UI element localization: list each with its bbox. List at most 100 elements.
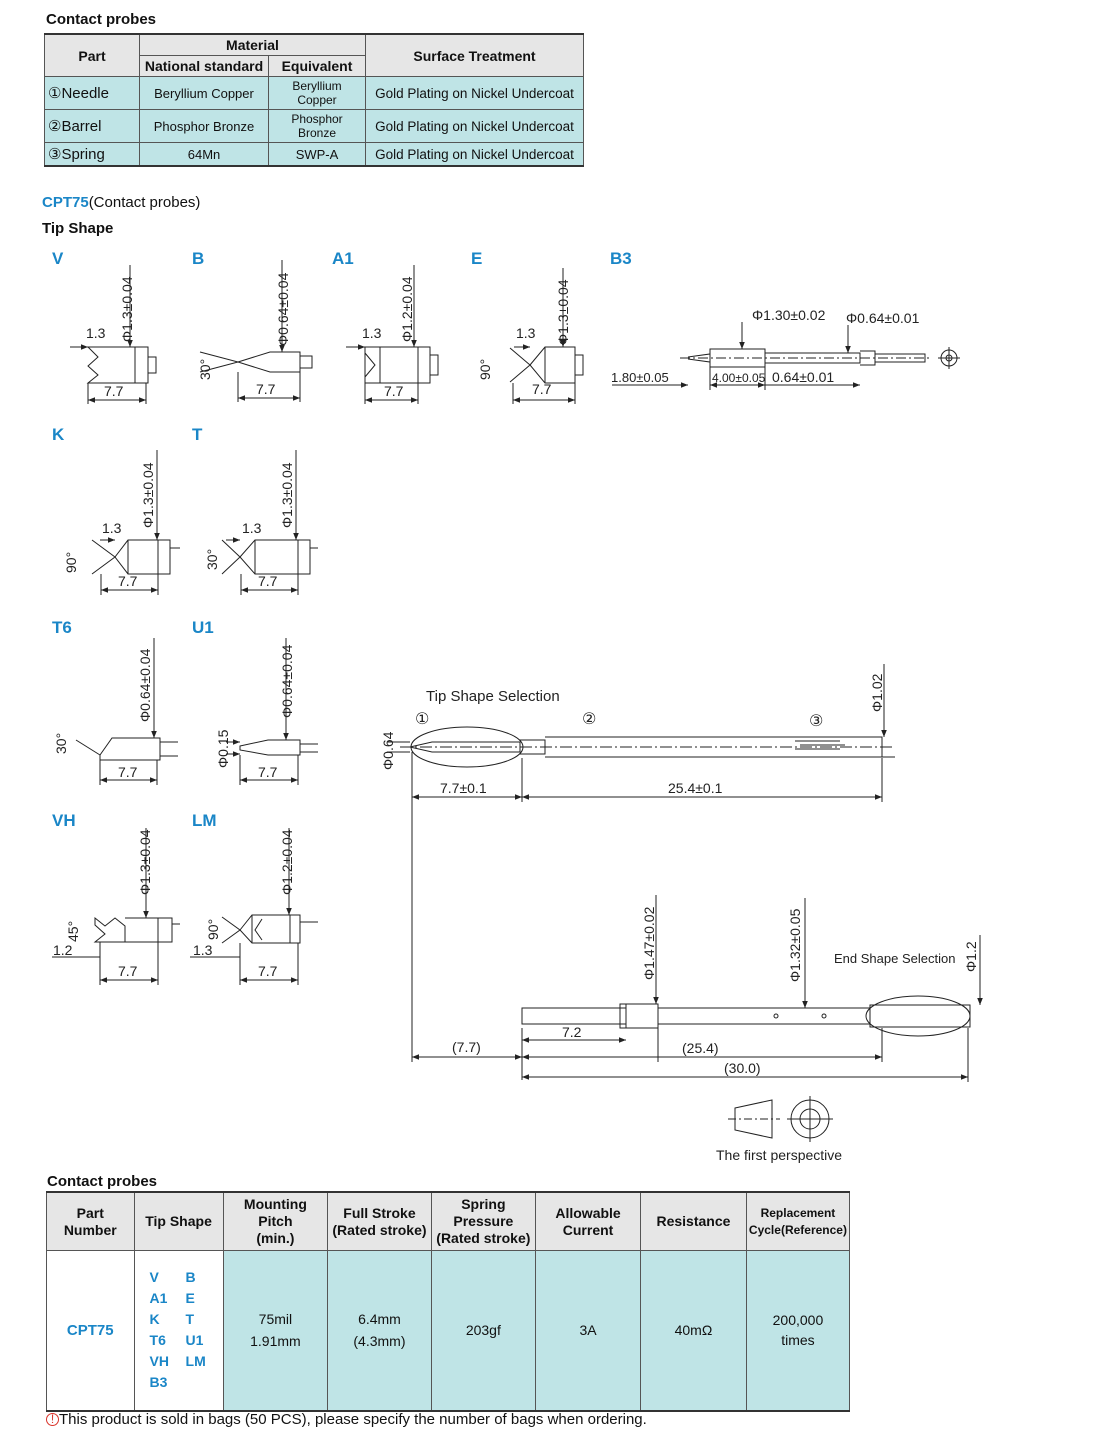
resistance-cell: 40mΩ xyxy=(640,1250,747,1412)
part-cell: ③Spring xyxy=(44,142,140,167)
national-cell: 64Mn xyxy=(139,142,269,167)
full-stroke-cell: 6.4mm(4.3mm) xyxy=(327,1250,432,1412)
dim-text: 7.7 xyxy=(118,573,138,589)
first-perspective-symbol xyxy=(728,1096,833,1142)
tip-drawing-lm xyxy=(190,828,318,985)
part-cell: ②Barrel xyxy=(44,109,140,143)
dim-text: 7.7 xyxy=(258,573,278,589)
dim-text: 90° xyxy=(205,919,221,940)
tip-drawing-t6 xyxy=(75,638,178,785)
dim-text: 1.3 xyxy=(362,325,382,341)
tip-label-k: K xyxy=(52,425,65,444)
spec-table: Part Number Tip Shape Mounting Pitch(min… xyxy=(46,1191,851,1412)
dim-text: Φ1.02 xyxy=(869,673,885,712)
dim-text: Φ1.3±0.04 xyxy=(137,829,153,895)
surface-cell: Gold Plating on Nickel Undercoat xyxy=(365,76,584,110)
tip-label-t6: T6 xyxy=(52,618,72,637)
product-heading: CPT75(Contact probes) xyxy=(42,194,200,211)
header-tip-shape: Tip Shape xyxy=(133,1191,224,1251)
material-section-title: Contact probes xyxy=(46,11,157,28)
tip-label-u1: U1 xyxy=(192,618,214,637)
dim-text: Φ0.64±0.01 xyxy=(846,310,920,326)
dim-text: 90° xyxy=(63,552,79,573)
tip-option: VH xyxy=(149,1353,169,1370)
tip-label-vh: VH xyxy=(52,811,76,830)
dim-text: 1.3 xyxy=(86,325,106,341)
dim-text: Φ1.3±0.04 xyxy=(119,276,135,342)
dim-text: Φ1.2 xyxy=(963,941,979,972)
tip-label-b3: B3 xyxy=(610,249,632,268)
tip-shapes-cell: V B A1 E K T T6 U1 VH LM B3 xyxy=(133,1250,224,1412)
tip-drawing-e xyxy=(509,268,584,404)
header-surface-treatment: Surface Treatment xyxy=(365,33,584,77)
dim-text: 1.3 xyxy=(102,520,122,536)
spec-section-title: Contact probes xyxy=(47,1173,158,1190)
tip-option: U1 xyxy=(185,1332,204,1349)
spring-pressure-cell: 203gf xyxy=(430,1250,537,1412)
dim-text: 25.4±0.1 xyxy=(668,780,723,796)
tip-option: B xyxy=(185,1269,196,1286)
dim-text: 30° xyxy=(53,733,69,754)
tip-drawing-b3 xyxy=(612,322,960,390)
part-number-1: ① xyxy=(415,711,429,728)
surface-cell: Gold Plating on Nickel Undercoat xyxy=(365,109,584,143)
dim-text: Φ0.64 xyxy=(380,731,396,770)
dim-text: 1.3 xyxy=(516,325,536,341)
dim-text: Φ1.3±0.04 xyxy=(555,279,571,345)
material-table: Part Material Surface Treatment National… xyxy=(44,33,584,167)
footnote: !This product is sold in bags (50 PCS), … xyxy=(46,1411,647,1428)
header-full-stroke: Full Stroke(Rated stroke) xyxy=(327,1191,432,1251)
table-row: ③Spring 64Mn SWP-A Gold Plating on Nicke… xyxy=(44,142,584,167)
dim-text: 7.7 xyxy=(118,963,138,979)
tip-label-v: V xyxy=(52,249,64,268)
dim-text: 1.80±0.05 xyxy=(611,370,669,385)
equivalent-cell: SWP-A xyxy=(268,142,366,167)
tip-option: T6 xyxy=(149,1332,166,1349)
tip-shape-selection-label: Tip Shape Selection xyxy=(426,688,560,705)
end-shape-selection-label: End Shape Selection xyxy=(834,951,955,966)
dim-text: (7.7) xyxy=(452,1039,481,1055)
tip-drawing-vh xyxy=(52,828,180,985)
tip-label-a1: A1 xyxy=(332,249,354,268)
dim-text: Φ0.64±0.04 xyxy=(279,644,295,718)
dim-text: 30° xyxy=(204,549,220,570)
footnote-text: This product is sold in bags (50 PCS), p… xyxy=(59,1411,647,1428)
national-cell: Beryllium Copper xyxy=(139,76,269,110)
tip-option: A1 xyxy=(149,1290,168,1307)
dim-text: 4.00±0.05 xyxy=(712,371,766,385)
table-row: ②Barrel Phosphor Bronze Phosphor Bronze … xyxy=(44,109,584,143)
tip-drawing-u1 xyxy=(226,638,318,785)
header-resistance: Resistance xyxy=(640,1191,747,1251)
dim-text: 0.64±0.01 xyxy=(772,369,834,385)
header-mounting-pitch: Mounting Pitch(min.) xyxy=(222,1191,329,1251)
tip-label-t: T xyxy=(192,425,203,444)
header-material: Material xyxy=(139,33,366,56)
dim-text: 30° xyxy=(197,359,213,380)
dim-text: 7.7 xyxy=(256,381,276,397)
tip-drawing-t xyxy=(221,450,318,595)
tip-option: LM xyxy=(185,1353,206,1370)
tip-drawing-k xyxy=(91,450,180,595)
part-number-cell: CPT75 xyxy=(46,1250,135,1412)
dim-text: Φ1.30±0.02 xyxy=(752,307,826,323)
part-number-3: ③ xyxy=(809,713,823,730)
dim-text: 7.7 xyxy=(118,764,138,780)
dim-text: 7.7±0.1 xyxy=(440,780,487,796)
dim-text: Φ1.2±0.04 xyxy=(399,276,415,342)
dim-text: Φ0.64±0.04 xyxy=(275,272,291,346)
tip-option: E xyxy=(185,1290,195,1307)
table-row: ①Needle Beryllium Copper Beryllium Coppe… xyxy=(44,76,584,110)
header-spring-pressure: Spring Pressure(Rated stroke) xyxy=(430,1191,537,1251)
tip-label-b: B xyxy=(192,249,204,268)
tip-label-lm: LM xyxy=(192,811,217,830)
dim-text: Φ0.64±0.04 xyxy=(137,648,153,722)
part-cell: ①Needle xyxy=(44,76,140,110)
tip-option: K xyxy=(149,1311,160,1328)
header-equivalent: Equivalent xyxy=(268,55,366,77)
product-code: CPT75 xyxy=(42,194,89,211)
dim-text: 7.7 xyxy=(258,764,278,780)
